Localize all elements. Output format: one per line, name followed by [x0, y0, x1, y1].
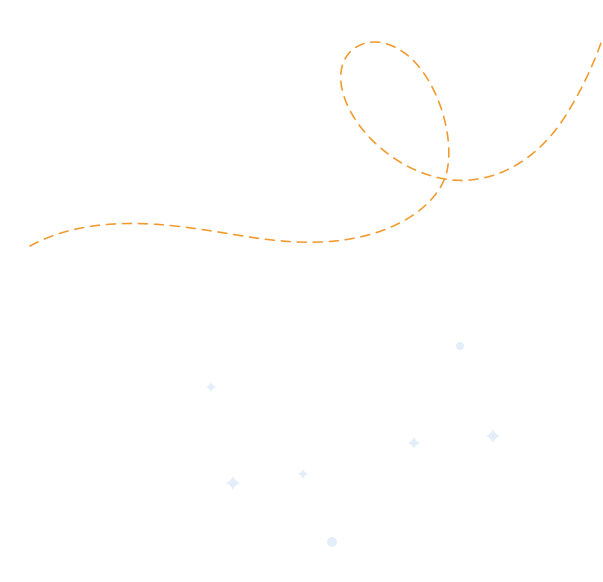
sparkle-icon — [298, 469, 308, 479]
sparkle-group — [206, 382, 500, 490]
dot-icon — [456, 342, 464, 350]
sparkle-icon — [226, 476, 240, 490]
sparkle-icon — [408, 437, 420, 449]
sparkle-icon — [486, 429, 500, 443]
dashed-loop-curve — [29, 36, 603, 247]
dot-group — [327, 342, 464, 547]
sparkle-icon — [206, 382, 216, 392]
dot-icon — [327, 537, 337, 547]
